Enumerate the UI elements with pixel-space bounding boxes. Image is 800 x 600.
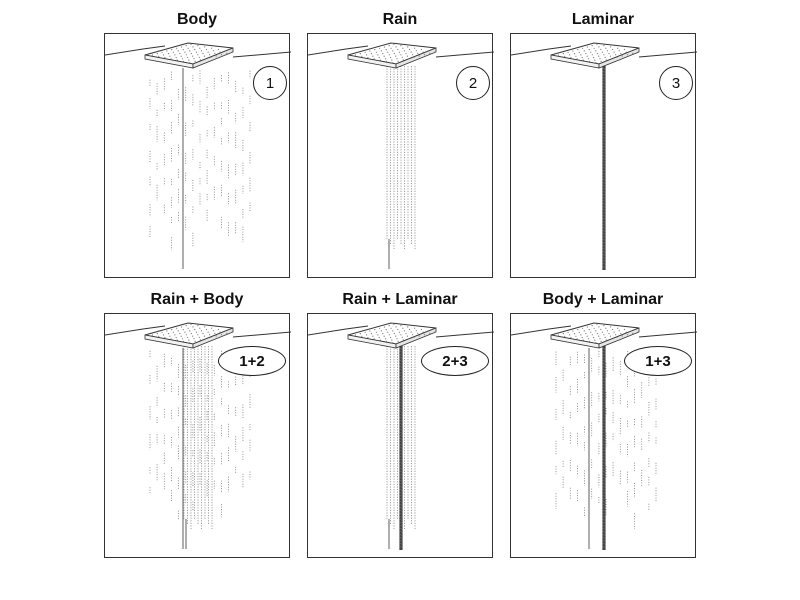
mode-badge-1: 1 [253,66,287,100]
shower-head-icon [308,322,494,349]
mode-badge-2: 2 [456,66,490,100]
body-spray-streams [555,348,657,549]
panel-title-rain-body: Rain + Body [150,291,244,308]
laminar-stream [602,66,606,270]
shower-head-icon [105,322,291,349]
mode-badge-1-3: 1+3 [624,346,692,376]
shower-head-icon [511,322,697,349]
shower-illustration-laminar [511,42,697,270]
panel-body-laminar: 1+3 [510,313,697,558]
rain-spray-streams [386,66,416,269]
panel-laminar: 3 [510,33,697,278]
panel-title-rain-laminar: Rain + Laminar [342,291,458,308]
shower-head-icon [105,42,291,69]
mode-badge-1-2: 1+2 [218,346,286,376]
laminar-stream [399,346,403,550]
panel-title-laminar: Laminar [571,11,635,28]
shower-illustration-body [105,42,291,269]
laminar-stream [602,346,606,550]
shower-illustration-rain-body [105,322,291,549]
shower-head-icon [308,42,494,69]
shower-illustration-rain-laminar [308,322,494,550]
panel-rain-body: 1+2 [104,313,291,558]
panel-title-rain: Rain [382,11,418,28]
shower-illustration-rain [308,42,494,269]
panel-body: 1 [104,33,291,278]
panel-rain-laminar: 2+3 [307,313,494,558]
rain-spray-streams [183,346,213,549]
shower-head-icon [511,42,697,69]
body-spray-streams [149,348,251,549]
mode-badge-2-3: 2+3 [421,346,489,376]
body-spray-streams [149,68,251,269]
panel-rain: 2 [307,33,494,278]
mode-badge-3: 3 [659,66,693,100]
panel-title-body: Body [177,11,217,28]
panel-title-body-laminar: Body + Laminar [542,291,664,308]
